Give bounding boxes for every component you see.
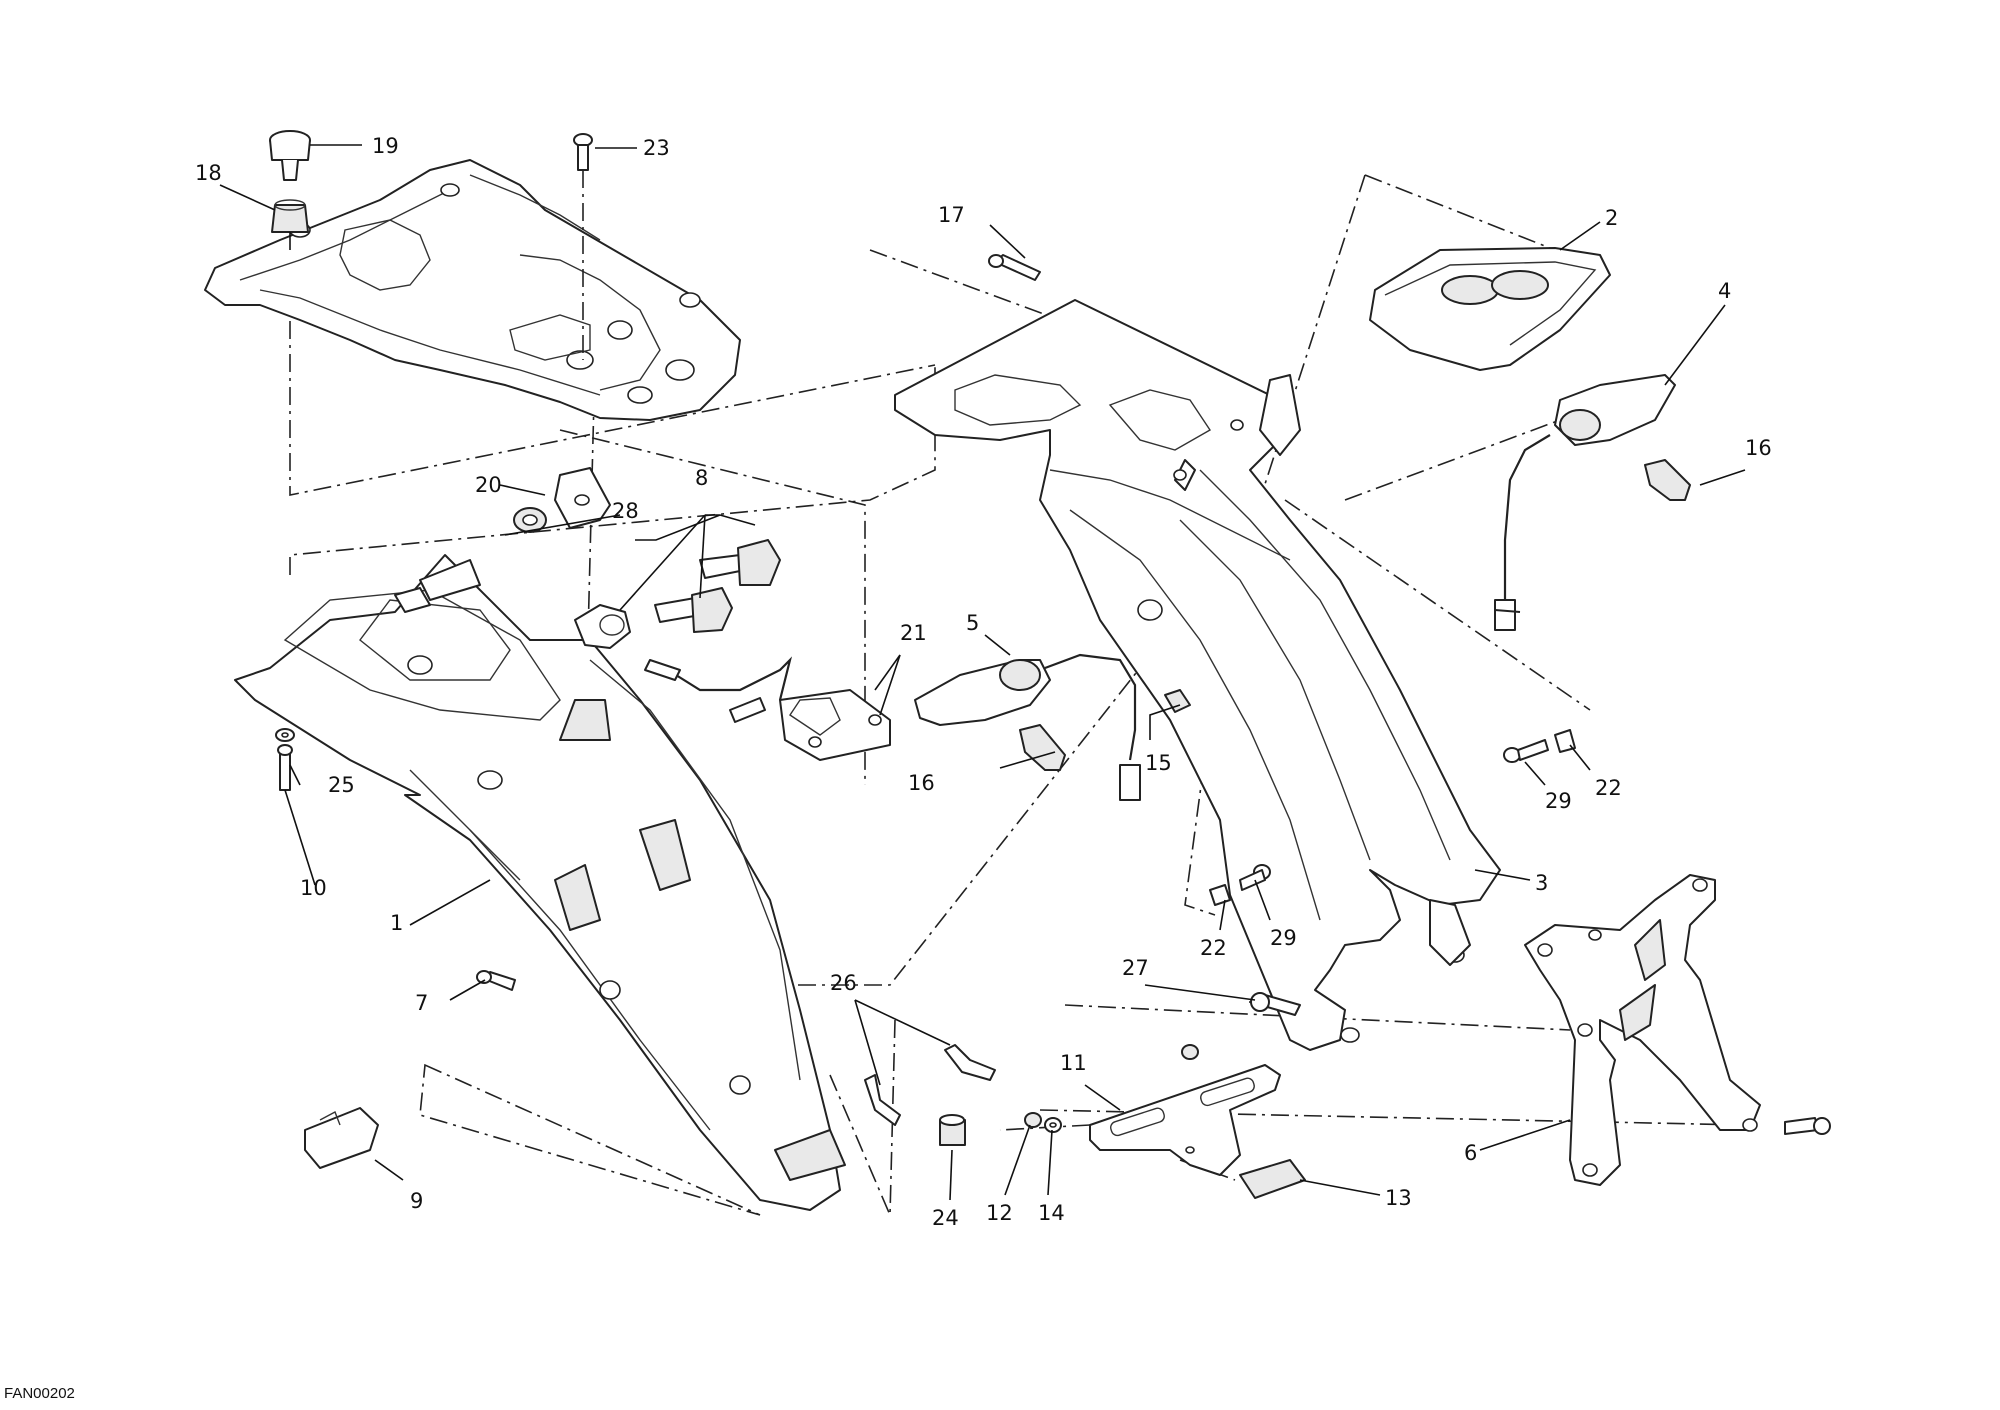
plate-light-bracket-part [864, 1044, 996, 1146]
screw-7-part [476, 970, 516, 991]
callout-17: 17 [938, 203, 965, 227]
tail-subframe-part [894, 299, 1501, 1051]
callout-15: 15 [1145, 751, 1172, 775]
rear-undertray-part [234, 554, 846, 1211]
knob-part [269, 130, 311, 250]
left-turn-signal-part [914, 653, 1141, 801]
clip-15-part [1164, 689, 1191, 713]
tail-light-part [1369, 247, 1611, 371]
cover-part [304, 1107, 379, 1169]
callout-14: 14 [1038, 1201, 1065, 1225]
callout-25: 25 [328, 773, 355, 797]
callout-22-right: 22 [1595, 776, 1622, 800]
callout-21: 21 [900, 621, 927, 645]
callout-5: 5 [966, 611, 979, 635]
latch-switch-part [644, 656, 891, 761]
screw-part [573, 133, 593, 360]
screw-washer-right-part [1503, 729, 1576, 763]
bolt-27-part [1249, 992, 1301, 1016]
callout-22-center: 22 [1200, 936, 1227, 960]
callout-11: 11 [1060, 1051, 1087, 1075]
assembly-lines [289, 174, 1746, 1216]
leader-lines [219, 144, 1746, 1201]
bulb-right-part [1644, 459, 1691, 501]
callout-23: 23 [643, 136, 670, 160]
callout-12: 12 [986, 1201, 1013, 1225]
callout-2: 2 [1605, 206, 1618, 230]
screw-washer-part [275, 728, 295, 791]
bolt-right-part [1784, 1117, 1831, 1135]
nut-washer-part [1024, 1112, 1062, 1133]
callout-24: 24 [932, 1206, 959, 1230]
callout-28: 28 [612, 499, 639, 523]
callout-9: 9 [410, 1189, 423, 1213]
callout-20: 20 [475, 473, 502, 497]
drawing-code: FAN00202 [4, 1385, 75, 1402]
license-plate-mount-part [1089, 1044, 1281, 1176]
callout-10: 10 [300, 876, 327, 900]
seat-tray-part [204, 159, 741, 421]
callout-4: 4 [1718, 279, 1731, 303]
callout-18: 18 [195, 161, 222, 185]
callout-29-right: 29 [1545, 789, 1572, 813]
callout-13: 13 [1385, 1186, 1412, 1210]
callout-6: 6 [1464, 1141, 1477, 1165]
callout-29-center: 29 [1270, 926, 1297, 950]
callout-7: 7 [415, 991, 428, 1015]
callout-27: 27 [1122, 956, 1149, 980]
bolt-part [988, 254, 1041, 281]
callout-16-left: 16 [908, 771, 935, 795]
callout-1: 1 [390, 911, 403, 935]
clip-part [513, 467, 611, 533]
plate-bracket-part [1524, 874, 1761, 1186]
callout-8: 8 [695, 466, 708, 490]
callout-3: 3 [1535, 871, 1548, 895]
callout-16-right: 16 [1745, 436, 1772, 460]
bulb-left-part [1019, 724, 1066, 771]
callout-26: 26 [830, 971, 857, 995]
right-turn-signal-part [1494, 374, 1676, 631]
callout-labels: 1 2 3 4 5 6 7 8 9 10 11 12 13 14 15 16 1… [195, 134, 1772, 1230]
callout-19: 19 [372, 134, 399, 158]
reflector-part [1239, 1159, 1306, 1199]
lock-and-keys-part [574, 514, 781, 649]
